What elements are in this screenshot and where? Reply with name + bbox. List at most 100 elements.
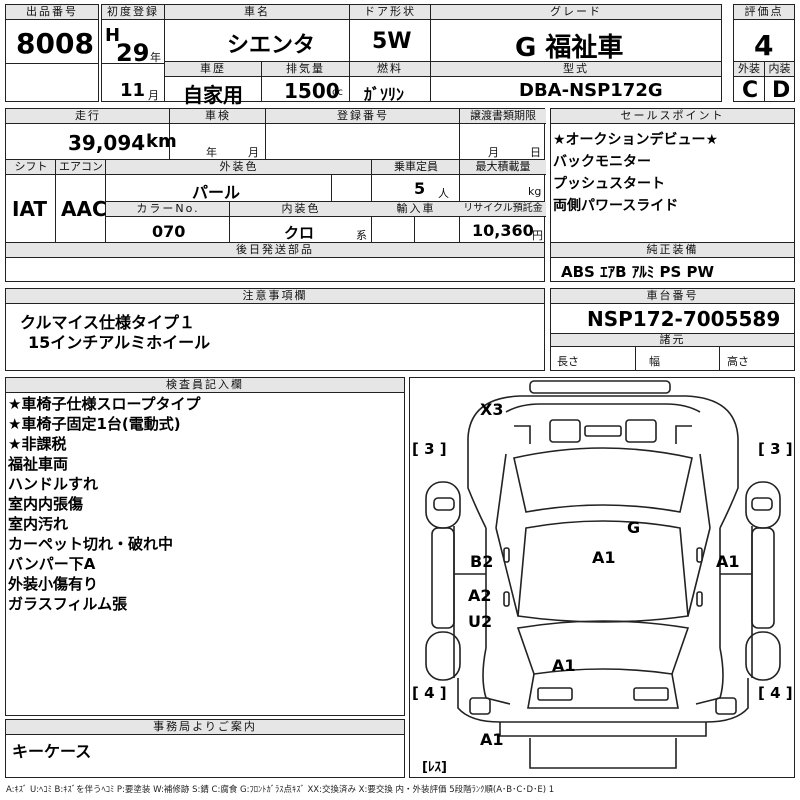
score: 4 (754, 29, 774, 62)
month-unit: 月 (148, 89, 159, 102)
chassis-number: NSP172-7005589 (587, 307, 781, 331)
mileage: 39,094 (68, 131, 146, 155)
equipment-label: 純正装備 (551, 243, 794, 258)
interior-color-label: 内装色 (230, 202, 372, 217)
inspection-month-unit: 月 (248, 146, 259, 159)
inspector-note: カーペット切れ・破れ中 (8, 535, 174, 553)
sales-points-panel: セールスポイント ★オークションデビュー★ バックモニター プッシュスタート 両… (550, 108, 795, 282)
displacement: 1500 (284, 79, 340, 103)
color-number-label: カラーNo. (106, 202, 230, 217)
inspector-note: 外装小傷有り (8, 575, 99, 593)
displacement-box: 排気量 1500 cc (261, 61, 350, 103)
damage-mark-windshield: G (627, 518, 641, 537)
fuel-label: 燃料 (350, 62, 430, 77)
inspector-note: 室内汚れ (8, 515, 69, 533)
tire-front-left-score: [ 3 ] (412, 440, 447, 458)
interior-color: クロ (284, 224, 315, 242)
score-label: 評価点 (734, 5, 794, 20)
shift-label: シフト (6, 160, 56, 175)
mileage-label: 走行 (6, 109, 170, 124)
history: 自家用 (183, 83, 243, 107)
transfer-day-unit: 日 (530, 146, 541, 159)
model-label: 型式 (431, 62, 721, 77)
sales-points-list: ★オークションデビュー★ バックモニター プッシュスタート 両側パワースライド (553, 129, 718, 217)
equipment: ABS ｴｱB ｱﾙﾐ PS PW (561, 263, 715, 281)
first-registration-box: 初度登録 H 29 年 11 月 (101, 4, 165, 102)
office-notice: キーケース (12, 742, 92, 761)
fuel: ｶﾞｿﾘﾝ (364, 85, 405, 104)
damage-mark-left-rear-quarter: U2 (468, 612, 493, 631)
damage-mark-front: X3 (480, 400, 504, 419)
lot-number-box: 出品番号 8008 (5, 4, 99, 102)
sales-point: ★オークションデビュー★ (553, 132, 719, 148)
car-body-diagram (425, 380, 781, 769)
later-parts-label: 後日発送部品 (6, 243, 544, 258)
tire-rear-left-score: [ 4 ] (412, 684, 447, 702)
model-code: DBA-NSP172G (519, 80, 663, 101)
inspector-note: ★車椅子固定1台(電動式) (8, 415, 181, 433)
inspection-label: 車検 (170, 109, 266, 124)
sales-point: 両側パワースライド (553, 198, 679, 214)
width-label: 幅 (649, 355, 660, 368)
exterior-grade: C (742, 78, 759, 103)
exterior-grade-box: 外装 C (733, 61, 765, 103)
max-load-label: 最大積載量 (460, 160, 546, 175)
damage-mark-rear-bumper: A1 (480, 730, 504, 749)
inspector-note: 福祉車両 (8, 455, 69, 473)
inspector-note: 室内内張傷 (8, 495, 84, 513)
chassis-label: 車台番号 (551, 289, 794, 304)
car-name: シエンタ (227, 33, 316, 58)
capacity-label: 乗車定員 (372, 160, 460, 175)
era: H (105, 25, 121, 46)
damage-mark-right-door: A1 (716, 552, 740, 571)
spare-tire-score: [ﾚｽ] (422, 760, 447, 775)
inspector-notes-panel: 検査員記入欄 ★車椅子仕様スロープタイプ ★車椅子固定1台(電動式) ★非課税 … (5, 377, 405, 716)
lot-number: 8008 (16, 27, 94, 60)
fuel-box: 燃料 ｶﾞｿﾘﾝ (349, 61, 431, 104)
recycle-label: リサイクル預託金 (460, 202, 546, 217)
tire-front-right-score: [ 3 ] (758, 440, 793, 458)
exterior-color-label: 外装色 (106, 160, 372, 175)
aircon-label: エアコン (56, 160, 106, 175)
score-box: 評価点 4 (733, 4, 795, 62)
displacement-unit: cc (332, 87, 343, 98)
note-item: クルマイス仕様タイプ１ (20, 313, 196, 332)
inspector-notes-label: 検査員記入欄 (6, 378, 404, 393)
interior-grade-box: 内装 D (764, 61, 795, 103)
tire-rear-right-score: [ 4 ] (758, 684, 793, 702)
capacity: 5 (414, 179, 426, 198)
damage-mark-left-rear-door: A2 (468, 586, 492, 605)
shift: IAT (12, 197, 48, 221)
displacement-label: 排気量 (262, 62, 349, 77)
first-reg-year: 29 (116, 39, 150, 67)
history-label: 車歴 (165, 62, 261, 77)
notes-panel: 注意事項欄 クルマイス仕様タイプ１ 15インチアルミホイール (5, 288, 545, 371)
grade-box: グレード G 福祉車 (430, 4, 722, 63)
inspector-notes-list: ★車椅子仕様スロープタイプ ★車椅子固定1台(電動式) ★非課税 福祉車両 ハン… (8, 394, 201, 614)
sales-point: バックモニター (553, 154, 651, 170)
capacity-unit: 人 (438, 187, 449, 200)
interior-grade: D (772, 78, 791, 103)
interior-grade-label: 内装 (765, 62, 794, 77)
office-notice-panel: 事務局よりご案内 キーケース (5, 719, 405, 778)
model-box: 型式 DBA-NSP172G (430, 61, 722, 102)
door-box: ドア形状 5W (349, 4, 431, 62)
damage-mark-rear-window: A1 (552, 656, 576, 675)
inspector-note: ★車椅子仕様スロープタイプ (8, 395, 201, 413)
recycle-unit: 円 (532, 229, 543, 242)
damage-legend: A:ｷｽﾞ U:ﾍｺﾐ B:ｷｽﾞを伴うﾍｺﾐ P:要塗装 W:補修跡 S:錆 … (6, 785, 555, 795)
recycle-fee: 10,360 (472, 221, 534, 240)
door-type: 5W (372, 29, 412, 54)
sales-point: プッシュスタート (553, 176, 665, 192)
exterior-grade-label: 外装 (734, 62, 764, 77)
damage-mark-roof: A1 (592, 548, 616, 567)
height-label: 高さ (727, 355, 749, 368)
first-reg-month: 11 (120, 80, 146, 101)
max-load-unit: kg (528, 185, 542, 198)
car-name-box: 車名 シエンタ (164, 4, 350, 62)
inspector-note: ガラスフィルム張 (8, 595, 128, 613)
length-label: 長さ (557, 355, 579, 368)
reg-number-label: 登録番号 (266, 109, 460, 124)
sales-points-label: セールスポイント (551, 109, 794, 124)
history-box: 車歴 自家用 (164, 61, 262, 107)
